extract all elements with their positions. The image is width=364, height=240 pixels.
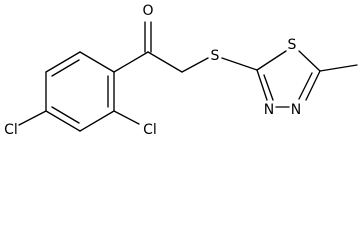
sulfur-ring-atom-label: S xyxy=(288,37,297,53)
ring-bond xyxy=(45,110,81,132)
sulfur-linker-atom-label: S xyxy=(211,48,220,64)
ring-double-bond xyxy=(263,74,274,101)
ring-bond xyxy=(79,51,115,73)
nitrogen-right-atom-label: N xyxy=(291,102,301,118)
bond-carbonyl-to-methylene xyxy=(147,51,183,73)
ring-double-bond xyxy=(298,72,313,100)
ring-bond xyxy=(79,110,115,132)
benzene-ring xyxy=(45,51,115,132)
nitrogen-left-atom-label: N xyxy=(264,102,274,118)
bond-ring-to-chlorine-right xyxy=(113,110,140,125)
chlorine-right-atom-label: Cl xyxy=(143,122,157,137)
ring-bond xyxy=(256,50,287,71)
bond-sulfur-to-thiadiazole xyxy=(221,57,258,71)
ring-bond xyxy=(256,69,268,101)
molecule-structure-diagram: O S S N N Cl Cl xyxy=(4,3,358,137)
thiadiazole-ring xyxy=(256,50,321,108)
ring-bond xyxy=(45,51,81,73)
bond-thiadiazole-to-methyl xyxy=(319,64,358,72)
oxygen-atom-label: O xyxy=(142,3,153,19)
chlorine-left-atom-label: Cl xyxy=(4,122,18,137)
bond-ring-to-carbonyl xyxy=(113,51,149,73)
ring-double-bond xyxy=(51,59,80,77)
bond-ring-to-chlorine-left xyxy=(18,110,47,126)
ring-bond xyxy=(298,50,321,72)
bond-methylene-to-sulfur xyxy=(181,57,209,73)
atom-labels: O S S N N Cl Cl xyxy=(4,3,301,137)
ring-bond xyxy=(305,70,321,101)
ring-double-bond xyxy=(51,106,80,124)
